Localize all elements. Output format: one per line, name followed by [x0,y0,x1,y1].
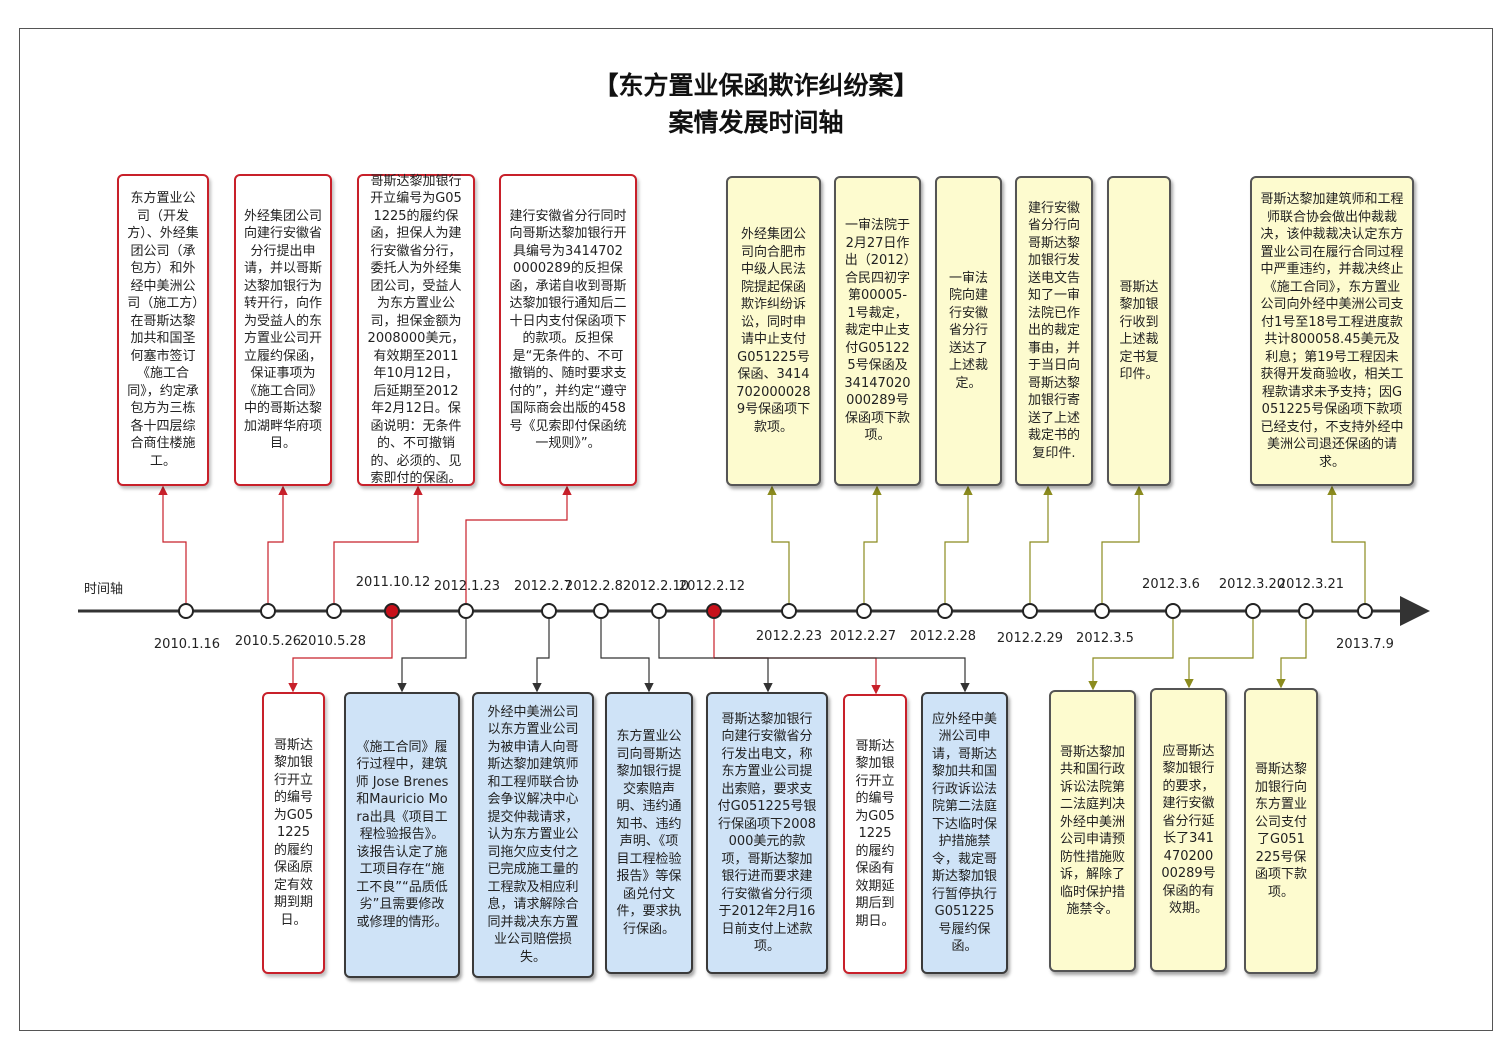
node-2013-7-9 [1357,603,1373,619]
event-text: 东方置业公司向哥斯达黎加银行提交索赔声明、违约通知书、违约声明、《项目工程检验报… [616,729,682,937]
node-2012-2-7 [541,603,557,619]
node-2011-10-12 [384,603,400,619]
node-2012-2-27 [856,603,872,619]
event-text: 外经集团公司向建行安徽省分行提出申请，并以哥斯达黎加银行为转开行，向作为受益人的… [244,208,323,452]
event-box-bottom: 哥斯达黎加共和国行政诉讼法院第二法庭判决外经中美洲公司申请预防性措施败诉，解除了… [1049,690,1136,972]
link-top-2 [267,485,288,603]
event-box-top: 哥斯达黎加银行开立编号为G051225的履约保函，担保人为建行安徽省分行，委托人… [357,174,475,486]
event-text: 一审法院向建行安徽省分行送达了上述裁定。 [948,270,988,391]
event-box-top: 哥斯达黎加建筑师和工程师联合协会做出仲裁裁决，该仲裁裁决认定东方置业公司在履行合… [1250,176,1414,486]
node-2012-2-23 [781,603,797,619]
event-box-top: 建行安徽省分行同时向哥斯达黎加银行开具编号为34147020000289的反担保… [499,174,637,486]
node-2012-3-21 [1298,603,1314,619]
date-label: 2012.2.12 [678,579,746,594]
link-bottom-9 [1184,619,1254,689]
event-box-top: 外经集团公司向建行安徽省分行提出申请，并以哥斯达黎加银行为转开行，向作为受益人的… [234,174,332,486]
link-top-7 [944,485,973,603]
date-label: 2012.3.21 [1277,577,1345,592]
date-label: 2012.3.20 [1218,577,1286,592]
link-top-3 [333,485,423,603]
event-box-top: 建行安徽省分行向哥斯达黎加银行发送电文告知了一审法院已作出的裁定事由，并于当日向… [1015,176,1093,486]
date-label: 2012.2.8 [565,579,623,594]
link-top-8 [1029,485,1053,603]
link-bottom-10 [1276,619,1307,689]
diagram-title: 【东方置业保函欺诈纠纷案】 [593,71,919,100]
event-text: 一审法院于2月27日作出（2012）合民四初字第00005-1号裁定，裁定中止支… [844,218,911,444]
link-bottom-7 [714,657,970,693]
date-label: 2010.1.16 [153,637,221,652]
event-text: 应外经中美洲公司申请，哥斯达黎加共和国行政诉讼法院第二法庭下达临时保护措施禁令，… [931,711,997,955]
diagram-frame [19,28,1493,1031]
event-text: 哥斯达黎加银行开立的编号为G051225的履约保函有效期延期后到期日。 [855,738,895,929]
link-top-1 [158,485,187,603]
link-bottom-1 [288,619,393,693]
event-text: 建行安徽省分行向哥斯达黎加银行发送电文告知了一审法院已作出的裁定事由，并于当日向… [1027,200,1080,461]
event-box-top: 一审法院向建行安徽省分行送达了上述裁定。 [935,176,1002,486]
event-text: 哥斯达黎加银行向东方置业公司支付了G051225号保函项下款项。 [1254,762,1307,900]
event-text: 应哥斯达黎加银行的要求，建行安徽省分行延长了34147020000289号保函的… [1161,743,1216,917]
node-2012-3-20 [1245,603,1261,619]
event-text: 哥斯达黎加建筑师和工程师联合协会做出仲裁裁决，该仲裁裁决认定东方置业公司在履行合… [1260,192,1404,470]
link-bottom-2 [397,619,467,693]
link-top-4 [465,485,572,603]
event-text: 哥斯达黎加银行收到上述裁定书复印件。 [1119,279,1159,383]
date-label: 2012.2.7 [514,579,572,594]
date-label: 2012.2.28 [909,629,977,644]
event-text: 外经集团公司向合肥市中级人民法院提起保函欺诈纠纷诉讼，同时申请中止支付G0512… [736,227,811,435]
date-label: 2012.1.23 [433,579,501,594]
node-2012-1-23 [458,603,474,619]
date-label: 2011.10.12 [355,575,431,590]
event-text: 《施工合同》履行过程中，建筑师 Jose Brenes和Mauricio Mor… [355,739,449,930]
date-label: 2010.5.28 [299,634,367,649]
event-box-top: 东方置业公司（开发方）、外经集团公司（承包方）和外经中美洲公司（施工方）在哥斯达… [117,174,209,486]
node-2012-2-12 [706,603,722,619]
node-2010-5-28 [326,603,342,619]
node-2010-1-16 [178,603,194,619]
event-text: 哥斯达黎加共和国行政诉讼法院第二法庭判决外经中美洲公司申请预防性措施败诉，解除了… [1059,744,1125,918]
date-label: 2012.3.5 [1076,631,1134,646]
event-text: 外经中美洲公司以东方置业公司为被申请人向哥斯达黎加建筑师和工程师联合协会争议解决… [487,704,579,965]
date-label: 2012.3.6 [1142,577,1200,592]
link-bottom-8 [1088,619,1174,691]
date-label: 2012.2.23 [755,629,823,644]
link-bottom-4 [600,619,654,693]
node-2012-2-8 [593,603,609,619]
link-top-10 [1327,485,1366,603]
event-text: 哥斯达黎加银行开立编号为G051225的履约保函，担保人为建行安徽省分行，委托人… [367,173,465,487]
event-box-bottom: 哥斯达黎加银行向东方置业公司支付了G051225号保函项下款项。 [1244,688,1318,974]
event-text: 哥斯达黎加银行向建行安徽省分行发出电文，称东方置业公司提出索赔，要求支付G051… [717,711,817,955]
node-2012-3-6 [1165,603,1181,619]
link-top-5 [767,485,790,603]
link-top-9 [1101,485,1144,603]
event-box-bottom: 哥斯达黎加银行开立的编号为G051225的履约保函有效期延期后到期日。 [843,694,907,974]
diagram-subtitle: 案情发展时间轴 [668,108,844,137]
date-label: 2012.2.27 [829,629,897,644]
date-label: 2012.2.10 [622,579,690,594]
event-box-bottom: 应哥斯达黎加银行的要求，建行安徽省分行延长了34147020000289号保函的… [1150,688,1227,972]
node-2012-2-10 [651,603,667,619]
link-top-6 [863,485,882,603]
event-box-bottom: 东方置业公司向哥斯达黎加银行提交索赔声明、违约通知书、违约声明、《项目工程检验报… [605,692,693,974]
event-box-bottom: 哥斯达黎加银行开立的编号为G051225的履约保函原定有效期到期日。 [262,692,325,974]
date-label: 2010.5.26 [234,634,302,649]
axis-label: 时间轴 [84,582,124,597]
event-text: 哥斯达黎加银行开立的编号为G051225的履约保函原定有效期到期日。 [273,737,314,928]
link-bottom-3 [532,619,550,693]
event-box-top: 哥斯达黎加银行收到上述裁定书复印件。 [1107,176,1171,486]
event-box-bottom: 应外经中美洲公司申请，哥斯达黎加共和国行政诉讼法院第二法庭下达临时保护措施禁令，… [921,692,1008,974]
node-2010-5-26 [260,603,276,619]
event-box-bottom: 《施工合同》履行过程中，建筑师 Jose Brenes和Mauricio Mor… [344,692,460,978]
event-box-bottom: 外经中美洲公司以东方置业公司为被申请人向哥斯达黎加建筑师和工程师联合协会争议解决… [472,692,594,978]
event-box-bottom: 哥斯达黎加银行向建行安徽省分行发出电文，称东方置业公司提出索赔，要求支付G051… [706,692,828,974]
node-2012-2-28 [937,603,953,619]
event-box-top: 外经集团公司向合肥市中级人民法院提起保函欺诈纠纷诉讼，同时申请中止支付G0512… [726,176,821,486]
date-label: 2012.2.29 [996,631,1064,646]
date-label: 2013.7.9 [1336,637,1394,652]
event-text: 东方置业公司（开发方）、外经集团公司（承包方）和外经中美洲公司（施工方）在哥斯达… [127,191,199,469]
node-2012-2-29 [1022,603,1038,619]
node-2012-3-5 [1094,603,1110,619]
event-text: 建行安徽省分行同时向哥斯达黎加银行开具编号为34147020000289的反担保… [509,208,627,452]
event-box-top: 一审法院于2月27日作出（2012）合民四初字第00005-1号裁定，裁定中止支… [834,176,921,486]
